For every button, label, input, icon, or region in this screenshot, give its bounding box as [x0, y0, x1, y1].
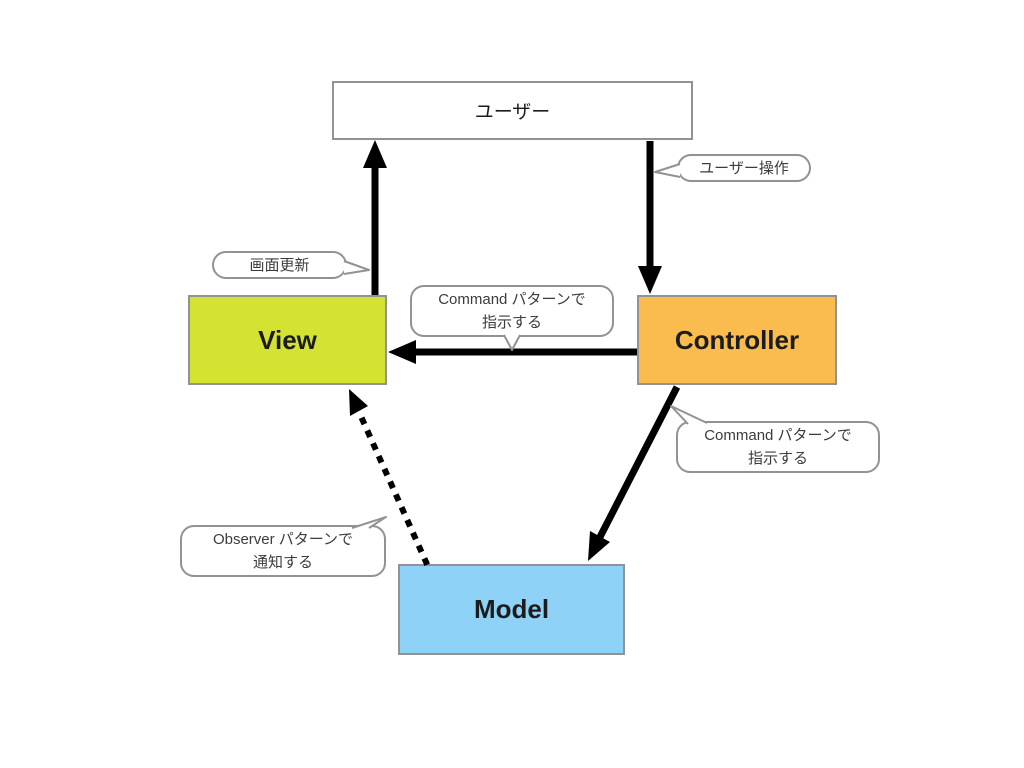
callout-observer-notify: Observer パターンで 通知する [180, 525, 386, 577]
node-user-label: ユーザー [474, 102, 551, 123]
callout-observer-notify-line1: Observer パターンで [212, 531, 354, 548]
callout-command-to-view: Command パターンで 指示する [410, 285, 614, 337]
node-user: ユーザー [332, 81, 693, 140]
callout-user-action: ユーザー操作 [677, 154, 811, 182]
node-model: Model [398, 564, 625, 655]
callout-screen-update: 画面更新 [212, 251, 347, 279]
callout-command-to-view-line1: Command パターンで [438, 291, 586, 308]
node-view: View [188, 295, 387, 385]
node-model-label: Model [473, 594, 550, 624]
arrow-controller-to-view [388, 340, 637, 364]
callout-screen-update-label: 画面更新 [249, 256, 310, 274]
callout-observer-notify-line2: 通知する [252, 554, 313, 571]
arrow-controller-to-model [588, 385, 681, 561]
arrow-view-to-user [363, 140, 387, 295]
node-view-label: View [258, 324, 317, 355]
callout-command-to-model: Command パターンで 指示する [676, 421, 880, 473]
node-controller: Controller [637, 295, 837, 385]
callout-command-to-view-line2: 指示する [481, 314, 542, 331]
callout-screen-update-tail [343, 260, 370, 275]
callout-command-to-view-tail [503, 334, 521, 351]
node-controller-label: Controller [674, 324, 800, 355]
arrow-user-to-controller [638, 141, 662, 294]
callout-user-action-label: ユーザー操作 [699, 159, 789, 177]
callout-command-to-model-line2: 指示する [747, 450, 808, 467]
callout-command-to-model-line1: Command パターンで [704, 427, 852, 444]
